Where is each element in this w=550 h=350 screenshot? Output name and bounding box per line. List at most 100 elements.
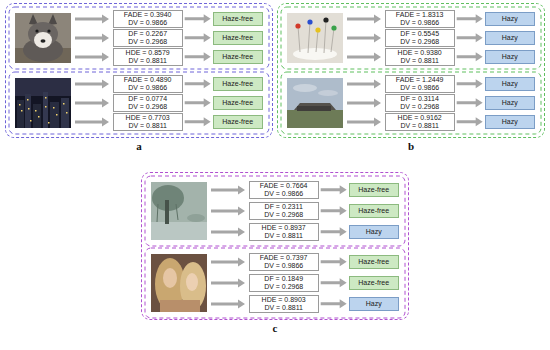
- city-photo: [25, 94, 31, 128]
- metric-box: DF = 0.2311DV = 0.2968: [249, 202, 319, 220]
- result-text: Hazy: [502, 15, 518, 23]
- portrait-photo: [160, 300, 200, 312]
- metric-text: DV = 0.9866: [264, 190, 303, 198]
- metric-box: FADE = 0.7397DV = 0.9866: [249, 253, 319, 271]
- metric-text: DV = 0.2968: [128, 38, 167, 46]
- metric-text: DV = 0.9866: [400, 84, 439, 92]
- landscape-photo: [297, 106, 331, 111]
- group-frame: [9, 72, 269, 134]
- panel-frame: cFADE = 0.7664DV = 0.9866Haze-freeDF = 0…: [141, 172, 409, 320]
- city-photo: [33, 104, 41, 128]
- result-text: Hazy: [502, 80, 518, 88]
- pins-photo: [298, 26, 300, 52]
- metric-text: HDE = 0.8937: [262, 224, 306, 232]
- input-arrow: [75, 80, 109, 89]
- result-text: Haze-free: [358, 207, 389, 215]
- decision-arrow: [321, 299, 347, 308]
- metric-text: DF = 0.1849: [264, 275, 303, 283]
- metric-box: HDE = 0.8903DV = 0.8811: [249, 295, 319, 313]
- decision-arrow: [185, 79, 211, 88]
- metric-box: HDE = 0.7703DV = 0.8811: [113, 113, 183, 131]
- metric-text: DF = 0.0774: [128, 95, 167, 103]
- city-photo: [17, 100, 24, 128]
- pins-photo: [315, 27, 320, 32]
- metric-text: FADE = 1.8313: [396, 11, 444, 19]
- input-arrow: [347, 118, 381, 127]
- panel-label: a: [136, 140, 142, 152]
- pins-photo: [316, 30, 318, 52]
- landscape-photo: [293, 84, 317, 92]
- result-text: Haze-free: [358, 279, 389, 287]
- decision-arrow: [457, 14, 483, 23]
- metric-text: DV = 0.2968: [264, 283, 303, 291]
- result-text: Haze-free: [222, 15, 253, 23]
- city-photo: [30, 120, 32, 122]
- city-photo: [63, 103, 65, 105]
- dog-photo: [35, 29, 38, 32]
- input-arrow: [211, 186, 245, 195]
- result-box: Hazy: [485, 96, 535, 110]
- pins-photo: [308, 22, 310, 53]
- group-frame: [145, 176, 405, 246]
- result-text: Haze-free: [358, 186, 389, 194]
- input-arrow: [211, 279, 245, 288]
- decision-arrow: [457, 117, 483, 126]
- city-photo: [35, 110, 37, 112]
- decision-arrow: [185, 52, 211, 61]
- metric-text: DF = 0.3114: [401, 95, 439, 103]
- tree-photo: [165, 200, 169, 224]
- pins-photo: [324, 20, 326, 53]
- result-box: Hazy: [485, 31, 535, 45]
- input-arrow: [211, 228, 245, 237]
- metric-text: DV = 0.8811: [128, 122, 167, 130]
- result-box: Haze-free: [349, 276, 399, 290]
- city-photo: [19, 97, 68, 124]
- portrait-photo: [186, 273, 198, 291]
- input-arrow: [347, 15, 381, 24]
- metric-box: DF = 0.5545DV = 0.2968: [385, 29, 455, 47]
- result-box: Haze-free: [349, 204, 399, 218]
- dog-photo: [15, 13, 71, 63]
- result-text: Haze-free: [222, 80, 253, 88]
- pins-photo: [331, 28, 334, 52]
- input-arrow: [347, 53, 381, 62]
- result-box: Haze-free: [213, 115, 263, 129]
- result-box: Haze-free: [213, 31, 263, 45]
- group-frame: [9, 7, 269, 69]
- metric-text: HDE = 0.8579: [126, 49, 170, 57]
- decision-arrow: [185, 14, 211, 23]
- city-photo: [53, 107, 55, 109]
- result-box: Haze-free: [213, 12, 263, 26]
- result-box: Hazy: [485, 12, 535, 26]
- result-text: Hazy: [366, 300, 382, 308]
- result-box: Haze-free: [213, 77, 263, 91]
- result-text: Haze-free: [222, 99, 253, 107]
- decision-arrow: [321, 257, 347, 266]
- landscape-photo: [318, 90, 338, 96]
- decision-arrow: [321, 278, 347, 287]
- metric-box: FADE = 0.3940DV = 0.9866: [113, 10, 183, 28]
- metric-text: FADE = 0.7397: [260, 254, 308, 262]
- city-photo: [66, 112, 68, 114]
- metric-box: HDE = 0.8937DV = 0.8811: [249, 223, 319, 241]
- tree-photo: [151, 222, 207, 240]
- metric-text: DV = 0.9866: [400, 19, 439, 27]
- metric-text: HDE = 0.9162: [398, 114, 442, 122]
- input-arrow: [347, 34, 381, 43]
- result-box: Hazy: [485, 115, 535, 129]
- input-arrow: [75, 15, 109, 24]
- city-photo: [61, 98, 69, 128]
- input-arrow: [75, 53, 109, 62]
- metric-text: DF = 0.5545: [400, 30, 439, 38]
- decision-arrow: [457, 98, 483, 107]
- result-box: Hazy: [349, 297, 399, 311]
- portrait-photo: [151, 254, 207, 312]
- decision-arrow: [457, 33, 483, 42]
- metric-text: DV = 0.8811: [128, 57, 167, 65]
- city-photo: [21, 110, 23, 112]
- metric-box: DF = 0.1849DV = 0.2968: [249, 274, 319, 292]
- city-photo: [15, 78, 71, 128]
- result-text: Haze-free: [222, 118, 253, 126]
- dog-photo: [15, 13, 71, 63]
